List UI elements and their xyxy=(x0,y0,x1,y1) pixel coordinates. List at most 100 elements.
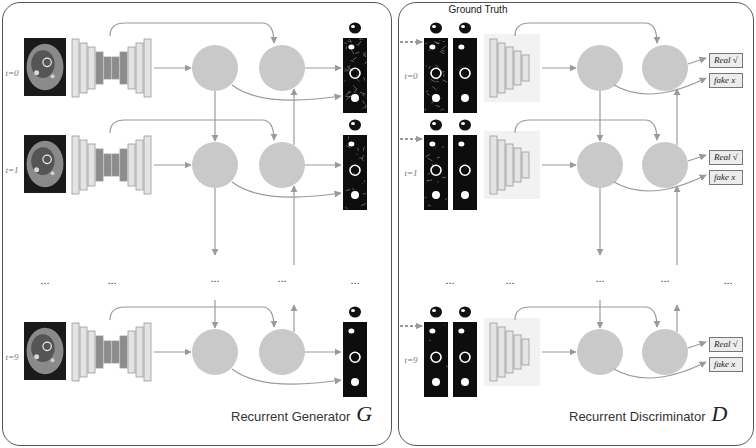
segmentation-strip xyxy=(343,322,367,397)
layer-bar xyxy=(104,154,111,176)
icon-blob xyxy=(459,307,471,318)
noise-stroke xyxy=(425,43,428,45)
icon-blob xyxy=(430,120,442,131)
noise-stroke xyxy=(365,61,366,63)
icon-highlight xyxy=(461,309,465,312)
flow-arrow xyxy=(676,89,677,145)
mask-ring xyxy=(460,165,470,175)
ellipsis: ... xyxy=(595,272,604,284)
noise-stroke xyxy=(445,198,447,200)
recurrent-unit xyxy=(259,45,305,91)
mask-ring xyxy=(350,68,360,78)
layer-bar xyxy=(514,148,521,182)
mri-organ xyxy=(31,334,55,362)
mri-body xyxy=(27,44,64,90)
flow-arrow xyxy=(154,67,191,68)
mask-icon xyxy=(349,307,361,318)
mask-blob xyxy=(429,142,435,147)
noise-stroke xyxy=(440,109,442,110)
strip-background xyxy=(343,38,367,113)
noise-stroke xyxy=(439,40,441,41)
layer-bar xyxy=(104,57,111,79)
noise-stroke xyxy=(357,79,360,82)
encoder-background xyxy=(484,131,540,199)
layer-bar xyxy=(498,140,505,190)
strip-background xyxy=(453,322,477,397)
noise-stroke xyxy=(446,365,447,367)
layer-bar xyxy=(490,39,497,97)
network-bars xyxy=(72,136,151,194)
network-bars xyxy=(490,136,529,194)
flow-arrow xyxy=(305,351,341,352)
ellipsis: ... xyxy=(350,274,359,286)
layer-bar xyxy=(144,39,151,97)
mri-spot xyxy=(51,171,55,175)
mask-icon xyxy=(459,120,471,131)
noise-stroke xyxy=(442,146,444,148)
ellipsis: ... xyxy=(40,274,49,286)
noise-stroke xyxy=(425,108,427,110)
layer-bar xyxy=(144,323,151,381)
noise-stroke xyxy=(443,80,447,82)
noise-stroke xyxy=(345,207,347,209)
mask-icon xyxy=(349,120,361,131)
noise-stroke xyxy=(438,181,439,183)
layer-bar xyxy=(104,341,111,363)
layer-bar xyxy=(506,47,513,89)
icon-highlight xyxy=(351,25,355,28)
mask-icon xyxy=(430,120,442,131)
mri-spot xyxy=(34,70,39,75)
mri-background xyxy=(24,38,66,96)
noise-stroke xyxy=(353,57,357,60)
fake-box: fake x xyxy=(709,73,743,88)
flow-arrow xyxy=(599,300,600,328)
layer-bar xyxy=(72,323,79,381)
layer-bar xyxy=(128,144,135,186)
noise-stroke xyxy=(431,79,436,81)
segmentation-strip xyxy=(424,38,448,113)
noise-stroke xyxy=(442,46,446,49)
mri-heart xyxy=(43,342,51,350)
mask-blob xyxy=(348,45,354,50)
recurrent-unit xyxy=(577,45,623,91)
noise-stroke xyxy=(434,42,439,44)
noise-stroke xyxy=(344,70,345,71)
segmentation-strip xyxy=(453,322,477,397)
encoder-background xyxy=(484,34,540,102)
icon-blob xyxy=(349,307,361,318)
flow-arrow xyxy=(305,164,341,165)
noise-stroke xyxy=(351,61,354,62)
noise-stroke xyxy=(362,94,364,96)
decision-label: fake x xyxy=(714,359,735,369)
noise-stroke xyxy=(353,85,357,89)
flow-arrow xyxy=(614,78,706,94)
noise-stroke xyxy=(426,91,428,93)
noise-stroke xyxy=(428,158,433,161)
ellipsis: ... xyxy=(660,272,669,284)
flow-arrow xyxy=(676,305,677,332)
recurrent-unit xyxy=(192,45,238,91)
layer-bar xyxy=(80,140,87,190)
layer-bar xyxy=(522,339,529,365)
noise-stroke xyxy=(363,147,365,149)
icon-highlight xyxy=(351,309,355,312)
noise-stroke xyxy=(364,55,366,56)
flow-arrow xyxy=(515,23,657,43)
fake-box: fake x xyxy=(709,170,743,185)
layer-bar xyxy=(506,331,513,373)
noise-stroke xyxy=(359,41,361,45)
noise-stroke xyxy=(440,98,442,99)
noise-stroke xyxy=(363,107,365,108)
noise-stroke xyxy=(363,149,364,151)
layer-bar xyxy=(96,336,103,368)
flow-arrow xyxy=(232,369,341,384)
noise-stroke xyxy=(428,205,431,206)
noise-stroke xyxy=(347,68,349,72)
strip-background xyxy=(343,322,367,397)
panel-title: Recurrent Generator xyxy=(231,409,350,424)
flow-arrow xyxy=(599,188,600,255)
time-step: t=1 xyxy=(5,165,18,175)
noise-stroke xyxy=(356,75,357,77)
mask-dot xyxy=(432,191,440,199)
